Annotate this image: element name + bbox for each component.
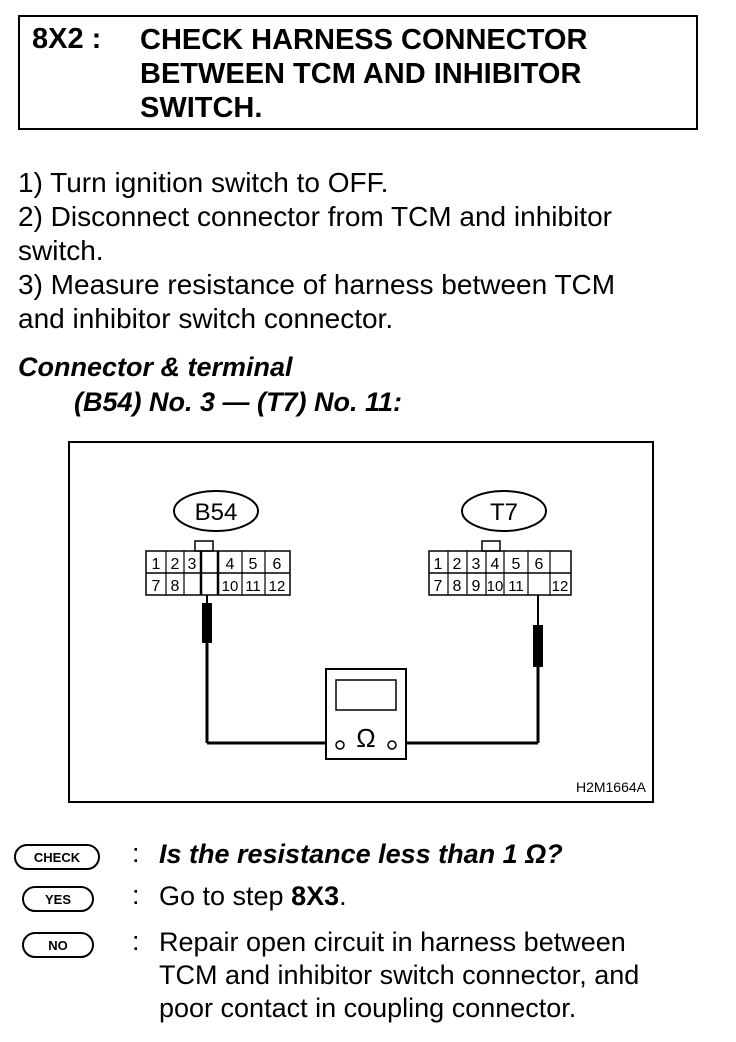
ohmmeter: Ω [325, 668, 407, 760]
instruction-line: switch. [18, 235, 104, 266]
instruction-line: 1) Turn ignition switch to OFF. [18, 167, 389, 198]
ohm-symbol: Ω [356, 723, 375, 753]
yes-badge: YES [22, 886, 94, 912]
colon: : [132, 838, 140, 868]
svg-text:12: 12 [269, 578, 286, 595]
svg-text:10: 10 [487, 578, 504, 595]
instruction-line: 3) Measure resistance of harness between… [18, 269, 616, 300]
svg-text:9: 9 [472, 578, 481, 595]
svg-text:7: 7 [434, 578, 443, 595]
instruction-line: and inhibitor switch connector. [18, 303, 394, 334]
figure-code: H2M1664A [576, 779, 647, 795]
svg-text:2: 2 [171, 556, 180, 573]
svg-text:1: 1 [152, 556, 161, 573]
svg-text:5: 5 [512, 556, 521, 573]
instructions: 1) Turn ignition switch to OFF. 2) Disco… [18, 166, 708, 336]
no-badge: NO [22, 932, 94, 958]
svg-text:1: 1 [434, 556, 443, 573]
colon: : [132, 880, 140, 910]
step-header-box: 8X2 : CHECK HARNESS CONNECTOR BETWEEN TC… [18, 15, 698, 130]
wiring-diagram: B54 T7 1 2 3 4 5 6 7 8 10 11 12 [68, 441, 654, 803]
svg-text:11: 11 [508, 578, 524, 595]
b54-label: B54 [195, 499, 238, 526]
svg-text:6: 6 [535, 556, 544, 573]
svg-text:3: 3 [472, 556, 481, 573]
svg-text:5: 5 [249, 556, 258, 573]
t7-connector: 1 2 3 4 5 6 7 8 9 10 11 12 [428, 540, 572, 596]
svg-text:4: 4 [491, 556, 500, 573]
instruction-line: 2) Disconnect connector from TCM and inh… [18, 201, 612, 232]
yes-action: Go to step 8X3. [159, 881, 347, 911]
colon: : [132, 926, 140, 956]
b54-label-oval [173, 490, 259, 532]
t7-label-oval [461, 490, 547, 532]
svg-text:4: 4 [226, 556, 235, 573]
wiring-diagram-svg: B54 T7 1 2 3 4 5 6 7 8 10 11 12 [145, 490, 647, 795]
svg-text:10: 10 [222, 578, 239, 595]
svg-text:6: 6 [273, 556, 282, 573]
connector-title: Connector & terminal [18, 352, 293, 382]
t7-label: T7 [490, 499, 518, 526]
svg-text:8: 8 [453, 578, 462, 595]
svg-text:2: 2 [453, 556, 462, 573]
svg-text:8: 8 [171, 578, 180, 595]
step-title: CHECK HARNESS CONNECTOR BETWEEN TCM AND … [140, 24, 588, 124]
svg-text:3: 3 [188, 556, 197, 573]
connector-terminals: (B54) No. 3 — (T7) No. 11: [74, 387, 403, 417]
svg-text:7: 7 [152, 578, 161, 595]
probe-wires [202, 595, 543, 745]
check-badge: CHECK [14, 844, 100, 870]
svg-text:12: 12 [552, 578, 569, 595]
svg-text:11: 11 [245, 578, 261, 595]
check-question: Is the resistance less than 1 Ω? [159, 839, 563, 869]
step-id: 8X2 : [32, 23, 102, 55]
no-action: Repair open circuit in harness between T… [159, 927, 640, 1023]
b54-connector: 1 2 3 4 5 6 7 8 10 11 12 [145, 540, 291, 596]
